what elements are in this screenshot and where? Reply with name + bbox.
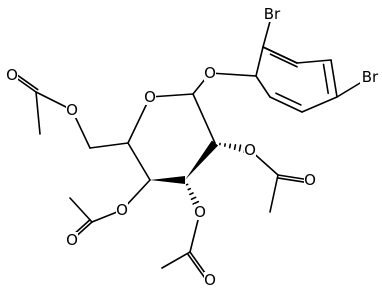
bond-C11-C12 — [69, 197, 93, 223]
label-backdrop — [66, 102, 78, 118]
label-backdrop — [144, 89, 156, 105]
bond-ArC1-Br1C — [255, 46, 264, 77]
label-backdrop — [6, 67, 18, 83]
oxygen-atom-label: O — [194, 203, 206, 221]
aromatic-inner-Br1C-ArC2 — [269, 53, 298, 68]
bond-C7-C8 — [35, 91, 41, 135]
bond-C1-C2 — [192, 93, 216, 144]
bond-C1-O_ring — [149, 93, 194, 98]
oxygen-atom-label: O — [244, 141, 256, 159]
oxygen-atom-label: O — [6, 66, 18, 84]
hashed-bond-C2-O2-3 — [228, 143, 232, 149]
hashed-bond-C3-O3-2 — [187, 187, 192, 191]
bond-C5-C6 — [89, 142, 129, 149]
bond-C9-C10 — [269, 174, 279, 213]
label-backdrop — [116, 202, 128, 218]
oxygen-atom-label: O — [144, 88, 156, 106]
label-backdrop — [360, 69, 380, 85]
hashed-bond-C2-O2-4 — [233, 143, 237, 151]
bond-ArC1-O_link — [209, 72, 257, 77]
hashed-bond-C3-O3-4 — [190, 196, 197, 201]
bromine-atom-label: Br — [362, 68, 379, 86]
bond-C13-C14 — [161, 251, 191, 269]
label-backdrop — [204, 272, 216, 288]
oxygen-atom-label: O — [204, 64, 216, 82]
label-backdrop — [304, 172, 316, 188]
bond-ArC2-ArC3 — [296, 59, 332, 64]
oxygen-atom-label: O — [66, 101, 78, 119]
oxygen-atom-label: O — [116, 201, 128, 219]
label-backdrop — [262, 6, 282, 22]
bromine-atom-label: Br — [264, 5, 281, 23]
bond-Br1C-ArC2-second — [262, 46, 298, 64]
oxygen-atom-label: O — [204, 271, 216, 289]
label-backdrop — [194, 204, 206, 220]
oxygen-atom-label: O — [66, 231, 78, 249]
label-backdrop — [66, 232, 78, 248]
bond-ArC6-ArC1 — [255, 75, 271, 98]
bond-C4-C5 — [127, 142, 151, 181]
hashed-bond-C2-O2-5 — [238, 144, 242, 152]
label-backdrop — [204, 65, 216, 81]
wedge-bond-C3-C2 — [185, 140, 219, 180]
oxygen-atom-label: O — [304, 171, 316, 189]
hashed-bond-C3-O3-3 — [189, 192, 194, 196]
bond-ArC5-ArC6 — [269, 96, 303, 113]
bond-ArC3-ArC4 — [330, 59, 338, 98]
aromatic-inner-ArC5-ArC6 — [275, 92, 302, 106]
bond-ArC4-ArC5 — [301, 96, 338, 113]
aromatic-inner-ArC3-ArC4 — [322, 63, 330, 95]
wedge-bond-C4-C3 — [150, 176, 185, 184]
label-backdrop — [244, 142, 256, 158]
hashed-bond-C3-O3-5 — [192, 200, 200, 205]
